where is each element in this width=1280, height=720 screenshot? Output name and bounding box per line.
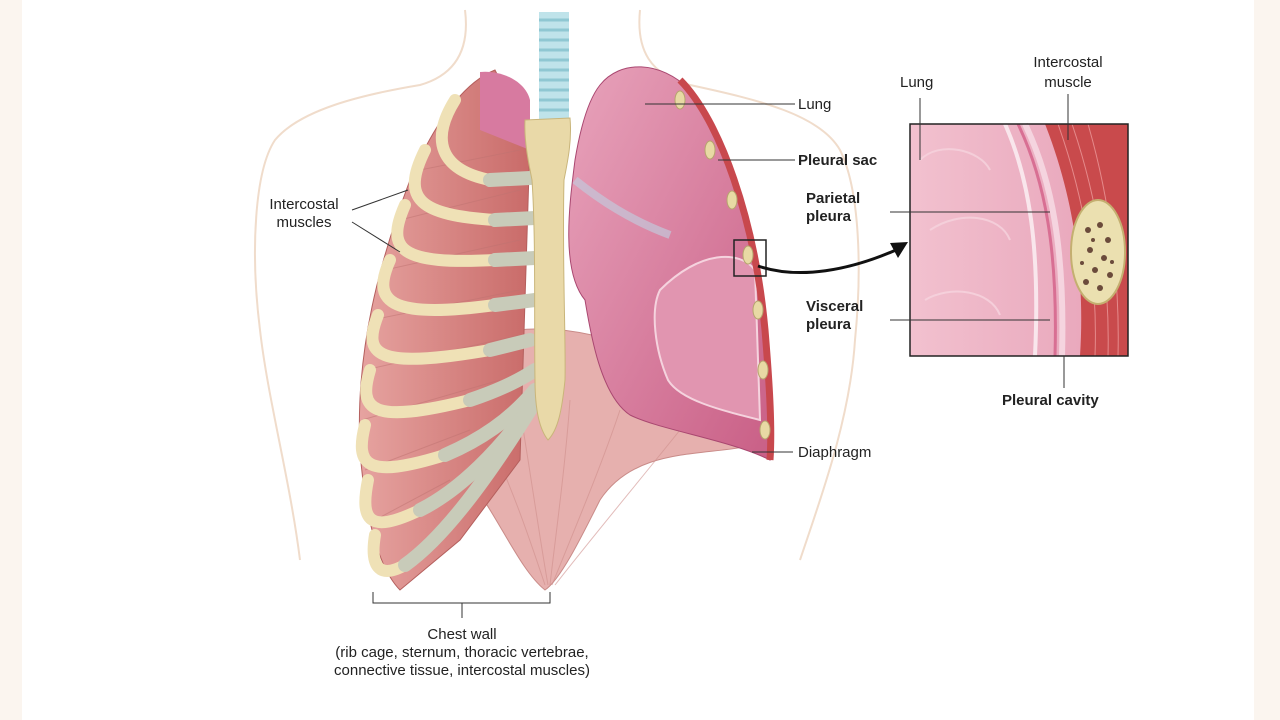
label-lung: Lung	[798, 96, 832, 113]
anatomy-illustration	[254, 9, 1129, 618]
pleural-sac-edge	[677, 77, 775, 461]
label-visceral-pleura-line1: Visceral	[806, 298, 864, 315]
zoom-marker	[733, 239, 767, 277]
label-inset-intercostal-line2: muscle	[1044, 74, 1092, 91]
label-pleural-cavity: Pleural cavity	[1002, 392, 1099, 409]
label-inset-lung: Lung	[900, 74, 934, 91]
label-diaphragm: Diaphragm	[798, 444, 872, 461]
label-chest-wall-detail-2: connective tissue, intercostal muscles)	[334, 662, 590, 679]
label-visceral-pleura-line2: pleura	[806, 316, 852, 333]
label-chest-wall-detail-1: (rib cage, sternum, thoracic vertebrae,	[335, 644, 589, 661]
label-pleural-sac: Pleural sac	[798, 152, 878, 169]
label-chest-wall: Chest wall	[427, 626, 497, 643]
leader-lines	[351, 94, 1069, 618]
label-parietal-pleura-line1: Parietal	[806, 190, 861, 207]
rib-cage	[355, 69, 542, 591]
pleura-inset	[909, 122, 1129, 357]
trachea	[539, 12, 569, 152]
diagram-canvas: Lung Pleural sac Parietal pleura Viscera…	[22, 0, 1254, 720]
label-intercostal-muscles-line1: Intercostal	[269, 196, 339, 213]
label-inset-intercostal-line1: Intercostal	[1033, 54, 1103, 71]
sternum	[524, 117, 571, 441]
label-intercostal-muscles-line2: muscles	[276, 214, 332, 231]
label-parietal-pleura-line2: pleura	[806, 208, 852, 225]
